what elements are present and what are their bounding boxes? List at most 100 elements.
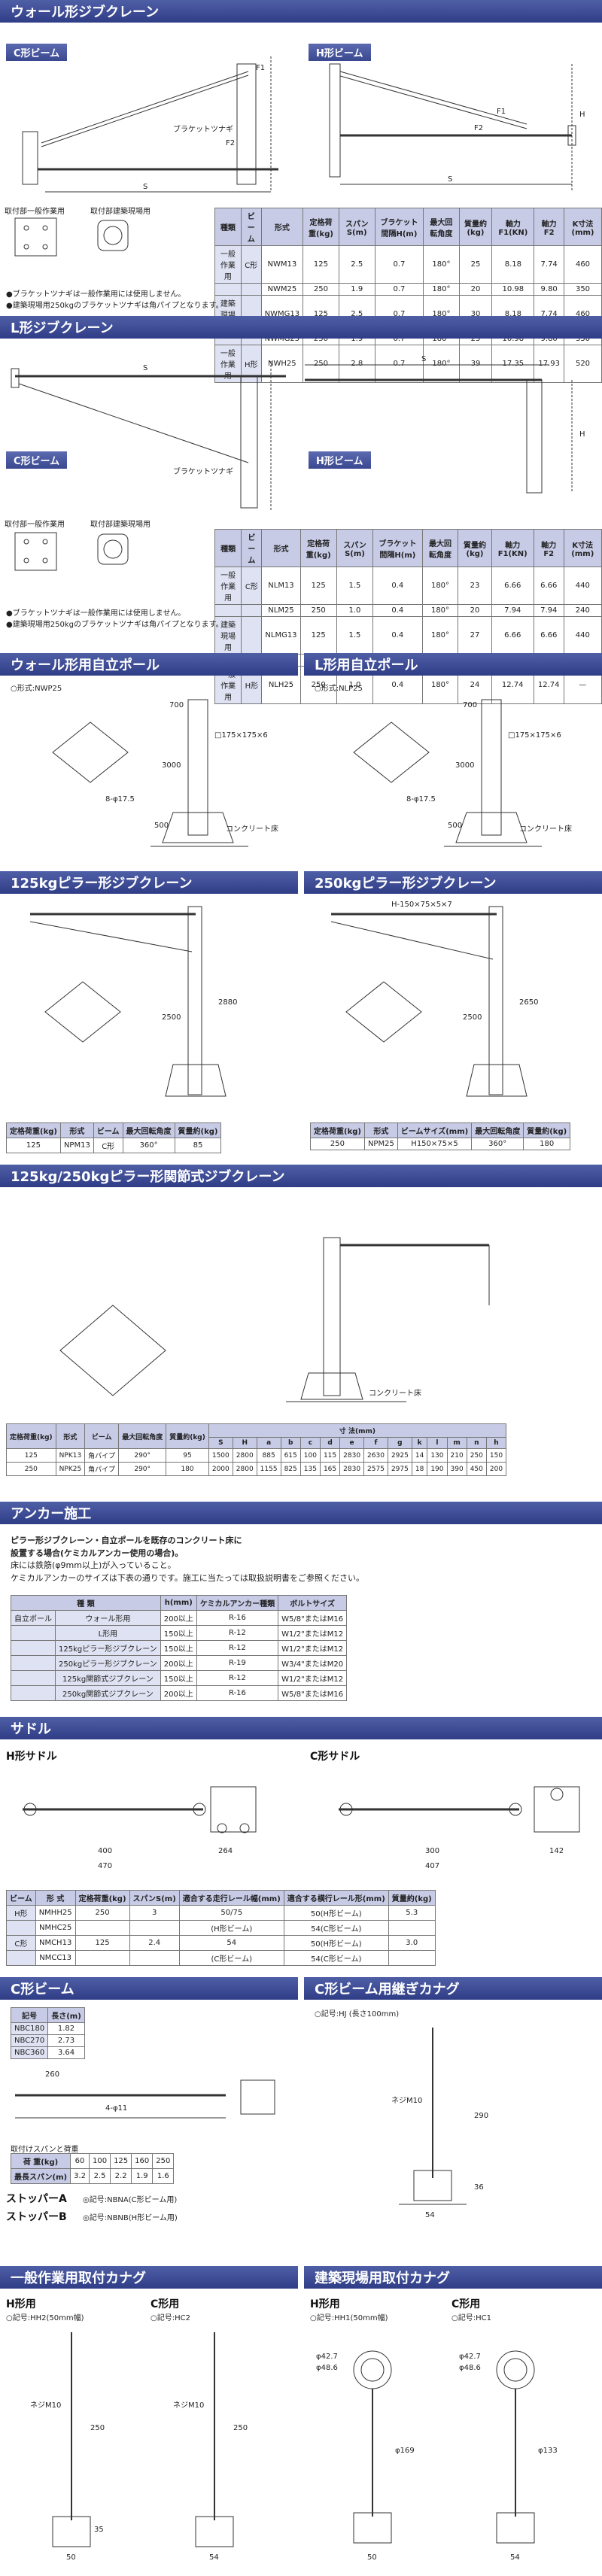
cell: 100 (88, 2153, 111, 2169)
th: f (363, 1437, 388, 1449)
th: h(mm) (160, 1595, 197, 1611)
cell: NMCH13 (35, 1935, 76, 1951)
section-title: 250kgピラー形ジブクレーン (315, 876, 497, 892)
cell: 50(H形ビーム) (283, 1905, 389, 1921)
table-header-row: 定格荷重(kg)形式ビーム最大回転角度質量約(kg) 寸 法(mm) (6, 1423, 507, 1449)
svg-text:142: 142 (549, 1847, 564, 1855)
cell: 125kgピラー形ジブクレーン (55, 1640, 161, 1656)
th: K寸法(mm) (564, 208, 602, 246)
th: k (411, 1437, 428, 1449)
cell: (H形ビーム) (178, 1920, 284, 1936)
svg-text:470: 470 (98, 1862, 112, 1870)
th: g (387, 1437, 412, 1449)
svg-text:50: 50 (66, 2553, 76, 2562)
cell: 17.93 (534, 345, 564, 383)
cell: 10.98 (491, 283, 535, 296)
cell: 180° (421, 604, 459, 617)
cell: 250 (303, 283, 339, 296)
svg-text:F1: F1 (497, 108, 506, 116)
cell: 360° (122, 1138, 175, 1153)
cell: 180 (523, 1138, 571, 1150)
cell: R-16 (196, 1685, 279, 1701)
cell: 9.80 (534, 283, 564, 296)
svg-text:F2: F2 (474, 124, 483, 132)
svg-text:2880: 2880 (218, 998, 237, 1007)
joint-drawing: コンクリート床 (59, 1237, 490, 1402)
general-mount-label: 取付部一般作業用 (5, 208, 65, 216)
section-title: L形用自立ポール (315, 658, 418, 673)
cell: 250 (152, 2153, 175, 2169)
cell: (C形ビーム) (178, 1950, 284, 1966)
svg-text:260: 260 (45, 2070, 59, 2079)
cell (74, 1950, 130, 1966)
cell: 1.5 (336, 616, 374, 655)
svg-text:ネジM10: ネジM10 (391, 2096, 422, 2105)
pole-drawings: 3000 700 500 8-φ17.5 □175×175×6 コンクリート床 … (52, 699, 572, 847)
svg-text:50: 50 (367, 2553, 377, 2562)
stopper-b-label: ストッパーB (6, 2211, 67, 2223)
th: ケミカルアンカー種類 (196, 1595, 279, 1611)
section-band-site: 建築現場用取付カナグ (304, 2266, 602, 2289)
th: 定格荷重(kg) (6, 1423, 56, 1449)
svg-text:H: H (579, 430, 585, 439)
th: 定格荷重(kg) (303, 208, 339, 246)
general-c-code: ○記号:HC2 (150, 2314, 190, 2322)
cell: W1/2"またはM12 (278, 1640, 348, 1656)
svg-text:φ48.6: φ48.6 (316, 2364, 338, 2372)
cell: 200以上 (160, 1655, 197, 1671)
cell: 2.4 (129, 1935, 180, 1951)
th: 質量約(kg) (458, 208, 493, 246)
cell: W5/8"またはM16 (278, 1685, 348, 1701)
cell (129, 1920, 180, 1936)
cell: 350 (564, 283, 602, 296)
cell: 125kg関節式ジブクレーン (55, 1670, 161, 1686)
cell: 1.0 (336, 604, 374, 617)
cell: 130 (427, 1448, 448, 1463)
cell: NPK13 (55, 1448, 86, 1463)
cell: NBC180 (10, 2022, 49, 2035)
h-beam-label: H形ビーム (309, 44, 371, 61)
th: 形式 (59, 1122, 94, 1138)
l-general-mount-label: 取付部一般作業用 (5, 521, 65, 529)
th: 形式 (363, 1122, 398, 1138)
cell: 2975 (387, 1462, 412, 1476)
cell: 2000 (208, 1462, 233, 1476)
cell: 20 (458, 604, 492, 617)
cell: 250kg関節式ジブクレーン (55, 1685, 161, 1701)
note-line: ●ブラケットツナギは一般作業用には使用しません。 (6, 290, 186, 299)
th: H (232, 1437, 257, 1449)
section-title: アンカー施工 (11, 1506, 92, 1522)
th: 最大回転角度 (118, 1423, 167, 1449)
l-c-beam-label: C形ビーム (6, 451, 68, 469)
cell: W1/2"またはM12 (278, 1670, 348, 1686)
cell: NWM25 (260, 283, 304, 296)
th: a (256, 1437, 281, 1449)
l-mount-drawings (14, 532, 129, 571)
cell: 150 (485, 1448, 507, 1463)
table-row: NMHC25(H形ビーム)54(C形ビーム) (6, 1920, 436, 1936)
cell (214, 604, 242, 617)
th: 最大回転角度 (471, 1122, 524, 1138)
cell: 450 (466, 1462, 487, 1476)
cell: 23 (458, 567, 492, 605)
th: ビームサイズ(mm) (397, 1122, 473, 1138)
cell: NMCC13 (35, 1950, 76, 1966)
th: b (280, 1437, 301, 1449)
cell: 3.2 (70, 2168, 90, 2184)
cell: 125 (303, 245, 339, 284)
th: 長さ(m) (47, 2007, 85, 2023)
cell: 160 (131, 2153, 154, 2169)
wall-mount-drawings (14, 217, 129, 257)
th: l (427, 1437, 448, 1449)
svg-text:500: 500 (154, 822, 169, 830)
cell: 2.73 (47, 2034, 85, 2047)
